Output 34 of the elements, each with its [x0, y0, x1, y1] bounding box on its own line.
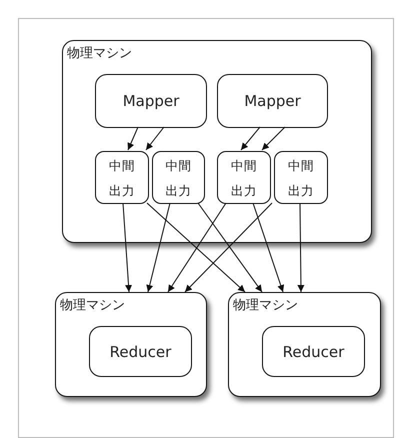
arrow — [146, 202, 246, 292]
arrow — [168, 202, 226, 292]
box-label: 中間出力 — [164, 156, 192, 200]
box-label: Reducer — [110, 342, 172, 360]
container-heading: 物理マシン — [233, 297, 298, 314]
arrow — [262, 126, 286, 150]
process-box — [262, 326, 365, 377]
arrow — [198, 202, 262, 292]
arrow — [146, 126, 164, 150]
output-box — [152, 151, 205, 204]
arrow — [128, 126, 138, 150]
machine-container — [55, 292, 207, 397]
container-heading: 物理マシン — [60, 297, 125, 314]
machine-container — [228, 292, 381, 397]
box-label: Mapper — [122, 92, 180, 110]
process-box — [217, 74, 328, 128]
arrow — [297, 202, 304, 292]
output-box — [274, 151, 328, 204]
process-box — [95, 74, 207, 128]
container-heading: 物理マシン — [67, 45, 132, 62]
arrow — [184, 202, 272, 292]
machine-container — [62, 40, 372, 243]
box-label: 中間出力 — [230, 156, 258, 200]
arrow — [252, 202, 284, 292]
arrow — [122, 202, 132, 292]
box-label: 中間出力 — [108, 156, 136, 200]
output-box — [217, 151, 271, 204]
box-label: Reducer — [282, 342, 344, 360]
box-label: 中間出力 — [287, 156, 315, 200]
arrow — [146, 202, 170, 292]
arrow — [240, 126, 260, 150]
box-label: Mapper — [244, 92, 301, 110]
process-box — [89, 326, 192, 377]
output-box — [95, 151, 149, 204]
